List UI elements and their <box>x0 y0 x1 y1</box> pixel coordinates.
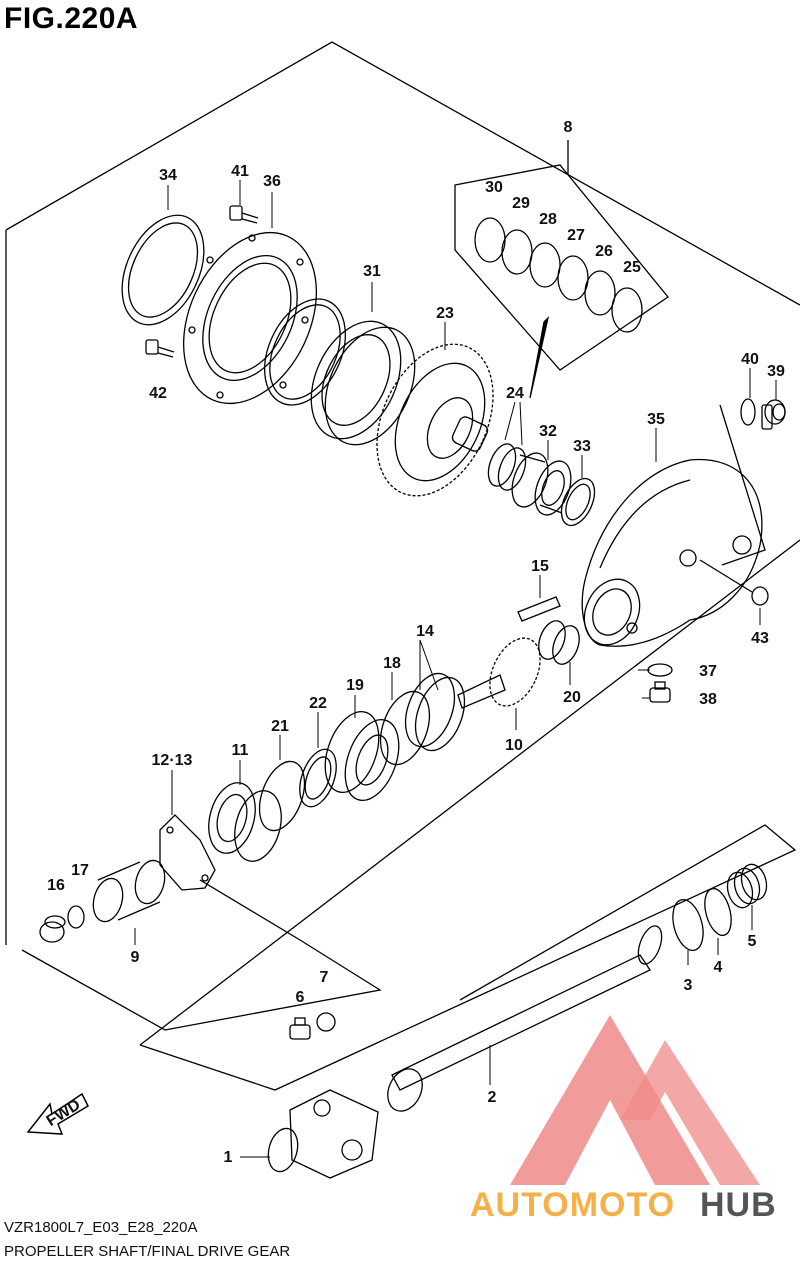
part-31-ring <box>264 298 346 406</box>
label-part-6: 6 <box>296 989 305 1006</box>
part-21-snap-ring <box>258 760 306 832</box>
part-25-30-shim-set <box>474 217 643 333</box>
label-part-41: 41 <box>231 163 249 180</box>
part-5-spring <box>726 863 768 909</box>
part-33-seal <box>560 477 596 527</box>
part-6-bolt <box>289 1017 311 1040</box>
fwd-label: FWD <box>44 1096 84 1130</box>
part-24-shims <box>487 443 527 491</box>
part-3-ring <box>672 898 704 952</box>
label-part-9: 9 <box>131 949 140 966</box>
logo-brand-part1: AUTOMOTO <box>470 1186 675 1224</box>
part-41-bolt <box>229 205 259 224</box>
label-part-23: 23 <box>436 305 454 322</box>
label-part-7: 7 <box>320 969 329 986</box>
label-part-22: 22 <box>309 695 327 712</box>
label-part-14: 14 <box>416 623 434 640</box>
label-part-10: 10 <box>505 737 523 754</box>
label-part-27: 27 <box>567 227 585 244</box>
label-part-30: 30 <box>485 179 503 196</box>
label-part-35: 35 <box>647 411 665 428</box>
figure-code: VZR1800L7_E03_E28_220A <box>4 1219 198 1236</box>
label-part-18: 18 <box>383 655 401 672</box>
bearing-shim-group-outline <box>454 164 669 371</box>
label-part-33: 33 <box>573 438 591 455</box>
part-31-bearing <box>310 320 416 446</box>
part-39-plug <box>761 399 786 430</box>
label-part-19: 19 <box>346 677 364 694</box>
part-20-bearing <box>538 620 580 665</box>
part-22-bearing <box>299 748 337 808</box>
part-1-universal-joint <box>267 1089 379 1179</box>
figure-caption: VZR1800L7_E03_E28_220A PROPELLER SHAFT/F… <box>4 1216 290 1264</box>
label-part-17: 17 <box>71 862 89 879</box>
figure-title: FIG.220A <box>4 2 139 35</box>
automotohub-logo: AUTOMOTO HUB <box>470 1015 777 1224</box>
label-part-21: 21 <box>271 718 289 735</box>
label-part-11: 11 <box>232 742 249 759</box>
label-part-43: 43 <box>751 630 769 647</box>
label-part-1: 1 <box>224 1149 233 1166</box>
label-part-20: 20 <box>563 689 581 706</box>
figure-name: PROPELLER SHAFT/FINAL DRIVE GEAR <box>4 1243 291 1260</box>
part-38-bolt <box>649 681 671 703</box>
label-part-15: 15 <box>531 558 549 575</box>
part-10-drive-pinion <box>457 637 541 709</box>
logo-brand-part2: HUB <box>700 1186 777 1224</box>
part-2-propeller-shaft <box>387 925 663 1112</box>
main-assembly-outline <box>5 41 800 306</box>
label-part-38: 38 <box>699 691 717 708</box>
label-part-40: 40 <box>741 351 759 368</box>
propeller-shaft-outline <box>139 824 797 1091</box>
part-23-ring-gear <box>376 343 494 497</box>
part-18-shim <box>379 690 431 766</box>
label-part-8: 8 <box>564 119 573 136</box>
part-40-o-ring <box>740 398 756 426</box>
label-part-29: 29 <box>512 195 530 212</box>
part-11-retainer <box>208 782 282 862</box>
part-4-circlip <box>704 887 732 937</box>
label-part-12-13: 12·13 <box>152 752 193 769</box>
label-part-24: 24 <box>506 385 524 402</box>
part-14-shims <box>404 672 466 752</box>
part-19-bearing <box>324 711 400 801</box>
label-part-4: 4 <box>714 959 723 976</box>
label-part-2: 2 <box>488 1089 497 1106</box>
part-42-bolt <box>145 339 175 358</box>
label-part-42: 42 <box>149 385 167 402</box>
label-part-3: 3 <box>684 977 693 994</box>
part-43-bolt <box>699 559 769 606</box>
part-12-13-gasket <box>159 814 216 891</box>
part-7-washer <box>316 1012 336 1032</box>
lower-subassembly-outline <box>21 879 382 1031</box>
label-part-37: 37 <box>699 663 717 680</box>
label-part-26: 26 <box>595 243 613 260</box>
part-35-gear-case <box>581 458 763 647</box>
part-9-bushing <box>92 859 166 923</box>
part-36-flange <box>182 231 318 405</box>
label-part-5: 5 <box>748 933 757 950</box>
label-part-36: 36 <box>263 173 281 190</box>
label-part-28: 28 <box>539 211 557 228</box>
label-part-34: 34 <box>159 167 177 184</box>
label-part-32: 32 <box>539 423 557 440</box>
part-34-oil-seal <box>121 214 205 326</box>
part-17-washer <box>67 905 85 929</box>
part-16-nut <box>39 915 66 943</box>
label-part-31: 31 <box>363 263 381 280</box>
label-part-39: 39 <box>767 363 785 380</box>
fwd-arrow-icon: FWD <box>26 1092 89 1135</box>
label-part-16: 16 <box>47 877 65 894</box>
part-15-stud <box>517 596 561 622</box>
label-part-25: 25 <box>623 259 641 276</box>
part-37-washer <box>647 663 673 677</box>
part-32-bearing <box>511 452 572 516</box>
